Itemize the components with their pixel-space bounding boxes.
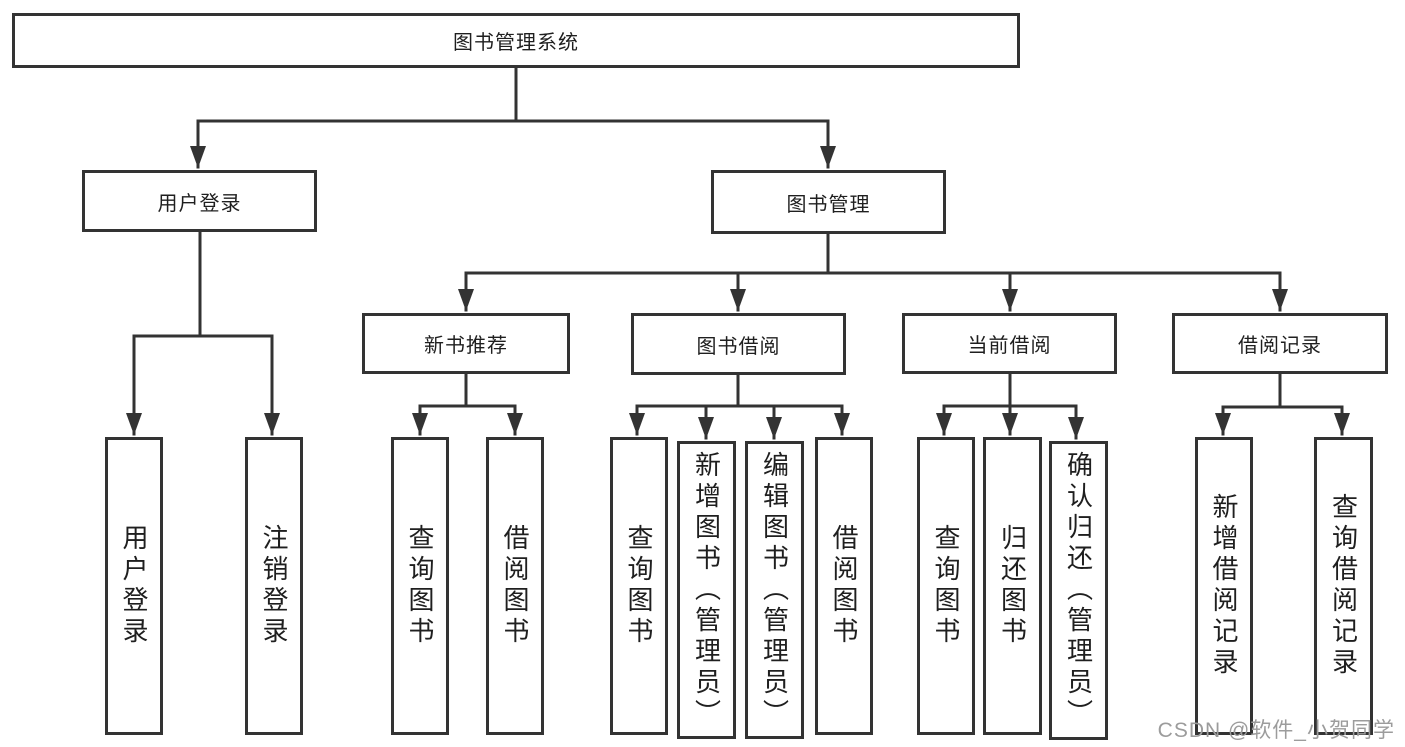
- leaf-add-books-admin: 新增图书（管理员）: [677, 441, 736, 739]
- node-label: 新书推荐: [424, 335, 508, 357]
- leaf-borrow-books-newbook: 借阅图书: [486, 437, 544, 735]
- leaf-label: 新增图书（管理员）: [691, 450, 722, 730]
- node-borrowing-records: 借阅记录: [1172, 313, 1388, 374]
- leaf-label: 归还图书: [997, 524, 1028, 648]
- leaf-label: 新增借阅记录: [1209, 493, 1239, 679]
- leaf-return-books: 归还图书: [983, 437, 1042, 735]
- leaf-edit-books-admin: 编辑图书（管理员）: [745, 441, 804, 739]
- node-label: 图书管理: [786, 193, 871, 216]
- leaf-confirm-return-admin: 确认归还（管理员）: [1049, 441, 1108, 740]
- leaf-add-borrow-record: 新增借阅记录: [1195, 437, 1253, 735]
- watermark-csdn: CSDN @软件_小贺同学: [1157, 719, 1395, 742]
- leaf-label: 查询图书: [931, 524, 961, 648]
- leaf-borrow-books: 借阅图书: [815, 437, 873, 735]
- leaf-query-books-borrowing: 查询图书: [610, 437, 668, 735]
- leaf-query-books-current: 查询图书: [917, 437, 975, 735]
- node-new-book-recommendation: 新书推荐: [362, 313, 570, 374]
- node-library-system: 图书管理系统: [12, 13, 1020, 68]
- leaf-label: 注销登录: [259, 524, 289, 648]
- node-book-management: 图书管理: [711, 170, 946, 234]
- leaf-label: 确认归还（管理员）: [1063, 451, 1094, 730]
- node-book-borrowing: 图书借阅: [631, 313, 846, 375]
- leaf-label: 查询借阅记录: [1328, 493, 1359, 679]
- node-label: 借阅记录: [1238, 335, 1322, 357]
- node-label: 当前借阅: [967, 335, 1052, 357]
- leaf-query-borrow-record: 查询借阅记录: [1314, 437, 1373, 735]
- leaf-logout: 注销登录: [245, 437, 303, 735]
- leaf-label: 查询图书: [405, 524, 435, 648]
- leaf-label: 借阅图书: [500, 524, 530, 648]
- node-label: 用户登录: [157, 192, 242, 215]
- leaf-query-books-newbook: 查询图书: [391, 437, 449, 735]
- leaf-label: 查询图书: [624, 524, 654, 648]
- node-label: 图书借阅: [696, 335, 781, 358]
- leaf-label: 编辑图书（管理员）: [759, 450, 790, 730]
- leaf-label: 借阅图书: [829, 524, 859, 648]
- node-label: 图书管理系统: [453, 32, 579, 54]
- node-user-login: 用户登录: [82, 170, 317, 232]
- node-current-borrowing: 当前借阅: [902, 313, 1117, 374]
- leaf-user-login: 用户登录: [105, 437, 163, 735]
- leaf-label: 用户登录: [119, 524, 149, 648]
